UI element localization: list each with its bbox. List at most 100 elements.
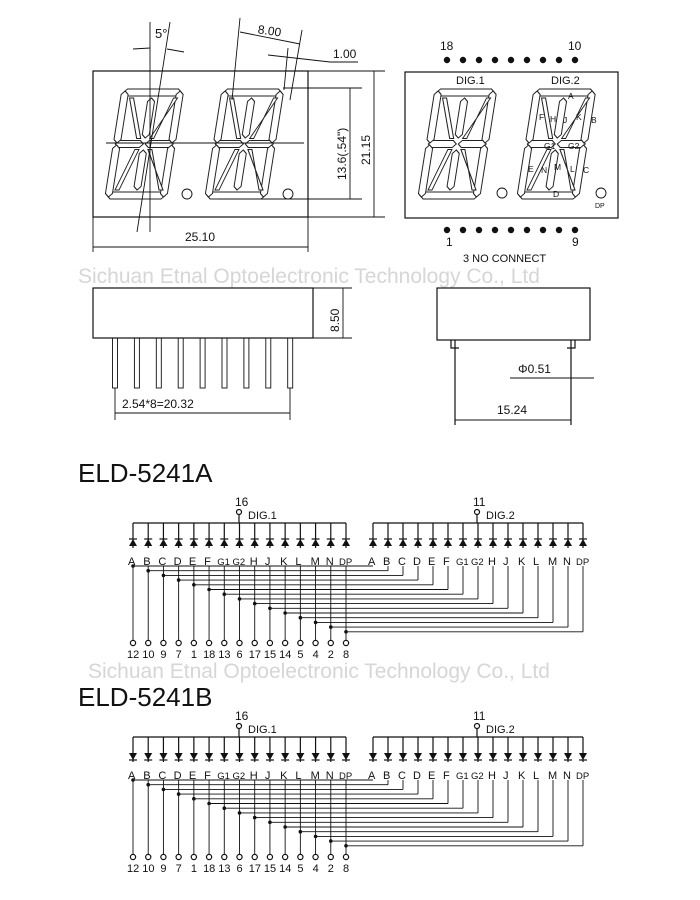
pin-terminal (342, 639, 350, 647)
pin-terminal (190, 853, 198, 861)
segment-label: L (295, 770, 301, 782)
segment (147, 149, 164, 191)
led-diode (311, 753, 320, 760)
seg-label-n: N (541, 165, 547, 175)
pin-diameter-label: Φ0.51 (518, 362, 551, 376)
pin-number: 12 (127, 863, 139, 875)
segment (204, 144, 221, 198)
junction-dot (146, 782, 151, 787)
segment (419, 191, 479, 200)
junction-dot (192, 797, 196, 801)
led-diode (579, 539, 587, 546)
decimal-point (282, 188, 294, 200)
led-diode (326, 753, 335, 760)
segment-label: C (398, 556, 406, 568)
seg-label-f: F (539, 112, 544, 122)
led-diode (189, 539, 198, 546)
pin-18-label: 18 (440, 39, 454, 53)
led-diode (205, 539, 214, 546)
seg-label-e: E (528, 164, 534, 174)
segment (213, 90, 229, 144)
led-diode (429, 539, 437, 546)
led-diode (369, 753, 377, 760)
segment-label: H (250, 770, 258, 782)
offset-label: 1.00 (333, 47, 357, 61)
led-diode (205, 753, 214, 760)
pin-terminal (221, 853, 228, 861)
pin-lead (287, 337, 294, 389)
led-diode (414, 539, 422, 546)
pin-number: 2 (328, 649, 334, 661)
led-diode (174, 753, 183, 760)
segment-label: N (326, 556, 334, 568)
segment (259, 144, 276, 198)
led-diode (235, 539, 244, 546)
pin-terminal (190, 639, 198, 647)
pin-terminal (129, 639, 137, 647)
pin-number: 8 (343, 649, 349, 661)
led-diode (220, 539, 229, 546)
segment (472, 144, 489, 198)
led-diode (399, 539, 407, 546)
segment-label: DP (576, 557, 589, 568)
led-diode (474, 539, 482, 546)
common-pin-number: 16 (235, 709, 249, 723)
segment-label: K (280, 556, 288, 568)
led-diode (519, 753, 527, 760)
pin-9-label: 9 (572, 235, 579, 249)
pin-terminal (251, 853, 258, 861)
digit-1-outline (417, 88, 497, 200)
pin-dot (459, 226, 467, 234)
pin-number: 17 (249, 863, 261, 875)
pin-number: 8 (343, 863, 349, 875)
pin-number: 10 (142, 863, 154, 875)
junction-dot (283, 825, 287, 829)
pin-number: 9 (160, 649, 166, 661)
segment-label: D (413, 556, 421, 568)
junction-dot (192, 583, 196, 587)
pin-number: 1 (191, 863, 197, 875)
junction-dot (161, 787, 166, 792)
digit-label: DIG.2 (486, 724, 515, 736)
digit-1-outline (104, 88, 184, 200)
segment (526, 149, 552, 191)
pin-lead (177, 337, 184, 389)
dig1-label: DIG.1 (456, 75, 485, 87)
pin-terminal (266, 853, 274, 861)
seg-label-m: M (554, 162, 561, 172)
segment (141, 97, 156, 139)
segment-label: H (488, 556, 496, 568)
common-pin (235, 508, 243, 516)
segment-label: M (548, 770, 557, 782)
pin-terminal (327, 853, 334, 861)
pin-terminal (205, 639, 213, 647)
pin-number: 6 (237, 649, 243, 661)
angle-label: 5° (155, 26, 167, 41)
segment (534, 88, 595, 97)
pin-lead (243, 337, 250, 389)
led-diode (220, 753, 229, 760)
pin-dot (555, 56, 563, 64)
segment (247, 149, 264, 191)
junction-dot (176, 792, 181, 796)
pin-terminal (297, 639, 304, 647)
pin-dot (443, 226, 451, 234)
led-diode (384, 539, 392, 546)
pin-number: 7 (176, 863, 182, 875)
common-pin-number: 16 (235, 495, 249, 509)
segment-label: N (563, 556, 571, 568)
junction-dot (268, 606, 272, 611)
pin-number: 13 (218, 649, 230, 661)
segment-label: D (174, 770, 182, 782)
pin-dot (523, 56, 531, 64)
schematic-title: ELD-5241A (78, 458, 213, 488)
digit-pitch-label: 8.00 (257, 22, 282, 39)
segment (556, 140, 586, 148)
segment-label: B (143, 556, 150, 568)
pin-dot (459, 56, 467, 64)
dig2-label: DIG.2 (551, 75, 580, 87)
segment (248, 97, 279, 139)
segment (553, 97, 568, 139)
seg-label-k: K (576, 112, 582, 122)
